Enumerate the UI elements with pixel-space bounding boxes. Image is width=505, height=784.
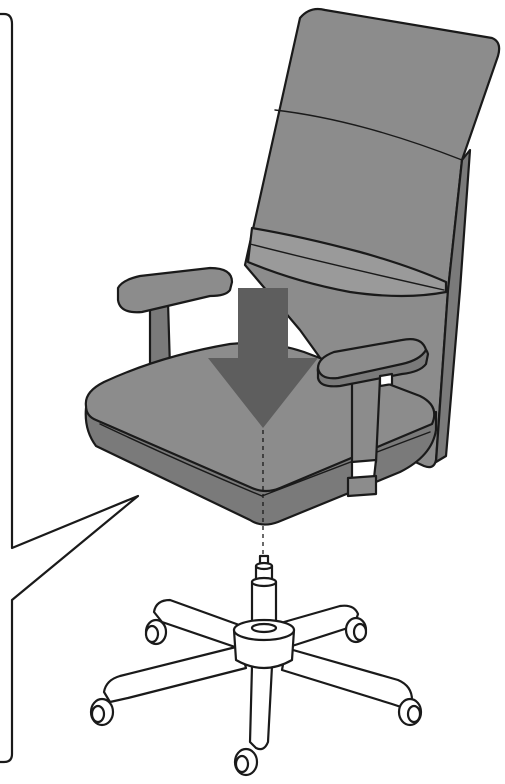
caster-front — [233, 747, 259, 777]
caster-back-right — [344, 616, 368, 644]
caster-back-left — [144, 618, 168, 646]
arrow-down-icon — [208, 288, 318, 428]
star-base — [102, 598, 414, 751]
left-armrest — [116, 266, 234, 372]
caster-front-left — [89, 697, 115, 727]
chair-backrest — [243, 7, 501, 469]
gas-cylinder — [250, 554, 278, 624]
caster-front-right — [397, 697, 423, 727]
callout-frame — [0, 12, 140, 764]
right-armrest — [316, 338, 430, 498]
casters — [89, 616, 423, 777]
